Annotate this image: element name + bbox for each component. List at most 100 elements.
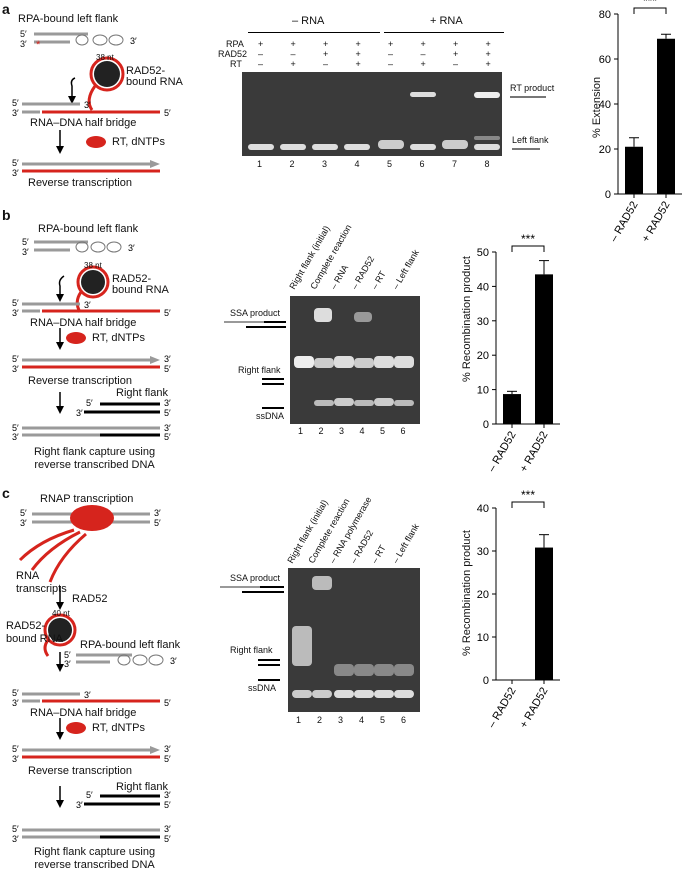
svg-text:5′: 5′ xyxy=(86,398,93,408)
gel-c-image xyxy=(288,568,420,712)
gel-c-band-ss-2 xyxy=(312,690,332,698)
gel-c-band-ssa-lane2 xyxy=(312,576,332,590)
schematic-b-step-5: Reverse transcription xyxy=(28,375,132,387)
gel-c-band-ss-6 xyxy=(394,690,414,698)
gel-b-label-rf: Right flank xyxy=(238,365,281,375)
svg-text:3′: 3′ xyxy=(22,247,29,257)
gel-a-band-left-lane3 xyxy=(312,144,338,150)
gel-a-sign-rt-3: – xyxy=(323,59,329,69)
schematic-a-nt: 38 nt xyxy=(96,53,114,62)
gel-a-rt-marker xyxy=(510,96,546,98)
gel-a-sign-rad52-2: – xyxy=(290,49,296,59)
svg-text:5′: 5′ xyxy=(12,98,19,108)
svg-text:5′: 5′ xyxy=(164,308,171,318)
gel-a-group-plus: + RNA xyxy=(430,15,463,27)
gel-b-band-ss-2 xyxy=(314,400,334,406)
svg-text:5′: 5′ xyxy=(86,790,93,800)
strand-5-label: 5′ xyxy=(20,29,27,39)
svg-text:3′: 3′ xyxy=(12,108,19,118)
schematic-c-step-2: RNA transcripts xyxy=(16,570,67,595)
gel-a-sign-rpa-3: + xyxy=(323,39,329,49)
svg-text:5′: 5′ xyxy=(12,423,19,433)
svg-text:5′: 5′ xyxy=(12,824,19,834)
gel-a-sign-rpa-7: + xyxy=(453,39,459,49)
strand-3-label: 3′ xyxy=(20,39,27,49)
gel-c-lane-2: 2 xyxy=(317,715,323,725)
gel-b-band-rf-1 xyxy=(294,356,314,368)
schematic-b-nt: 38 nt xyxy=(84,261,102,270)
gel-a-sign-rpa-2: + xyxy=(290,39,296,49)
gel-a-row-rt: RT xyxy=(230,59,242,69)
gel-a-sign-rpa-5: + xyxy=(388,39,394,49)
gel-b-lane-5: 5 xyxy=(380,426,386,436)
gel-c-band-rf-1 xyxy=(292,626,312,666)
schematic-c-step-1: RNAP transcription xyxy=(40,493,134,505)
gel-c-band-ss-4 xyxy=(354,690,374,698)
gel-a-sign-rpa-4: + xyxy=(355,39,361,49)
gel-a-lane-7: 7 xyxy=(452,159,458,169)
gel-a-sign-rt-1: – xyxy=(258,59,264,69)
schematic-c-nt: 40 nt xyxy=(52,609,70,618)
schematic-c-step-8: RT, dNTPs xyxy=(92,722,145,734)
svg-text:3′: 3′ xyxy=(12,168,19,178)
gel-b-band-ss-3 xyxy=(334,398,354,406)
svg-text:3′: 3′ xyxy=(164,423,171,433)
gel-a-band-left-lane7 xyxy=(442,140,468,149)
schematic-a-dna-left-flank: * 3′ 5′ 3′ 3′ 5′ 5′ 3′ xyxy=(12,32,171,178)
gel-b-band-rf-4 xyxy=(354,358,374,368)
svg-text:3′: 3′ xyxy=(164,824,171,834)
gel-b-band-ss-5 xyxy=(374,398,394,406)
svg-text:5′: 5′ xyxy=(164,698,171,708)
svg-text:3′: 3′ xyxy=(130,36,137,46)
svg-text:3′: 3′ xyxy=(164,354,171,364)
schematic-b-step-1: RPA-bound left flank xyxy=(38,223,139,235)
svg-text:3′: 3′ xyxy=(12,754,19,764)
gel-b-lane-6: 6 xyxy=(400,426,406,436)
svg-text:3′: 3′ xyxy=(12,364,19,374)
schematic-c-step-10: Right flank xyxy=(116,781,168,793)
gel-b-image xyxy=(290,296,420,424)
gel-a-band-left-lane5 xyxy=(378,140,404,149)
schematic-c-step-9: Reverse transcription xyxy=(28,765,132,777)
svg-text:3′: 3′ xyxy=(76,408,83,418)
svg-text:5′: 5′ xyxy=(12,688,19,698)
schematic-b-step-7: Right flank capture using reverse transc… xyxy=(34,446,156,471)
schematic-c-rad52: RAD52- bound RNA xyxy=(6,620,63,645)
gel-a-sign-rpa-6: + xyxy=(420,39,426,49)
svg-text:5′: 5′ xyxy=(164,108,171,118)
gel-c-band-rf-3 xyxy=(334,664,354,676)
gel-c-label-rf: Right flank xyxy=(230,645,273,655)
gel-a-lane-1: 1 xyxy=(257,159,263,169)
schematic-a-rad52: RAD52- bound RNA xyxy=(126,65,183,88)
gel-a-group-line-plus xyxy=(384,32,504,33)
gel-a-sign-rt-6: + xyxy=(420,59,426,69)
schematic-a-step-4: RT, dNTPs xyxy=(112,136,165,148)
gel-c-lane-6: 6 xyxy=(401,715,407,725)
gel-c-band-rf-4 xyxy=(354,664,374,676)
svg-text:5′: 5′ xyxy=(12,158,19,168)
gel-b-band-rf-6 xyxy=(394,356,414,368)
gel-a-sign-rt-8: + xyxy=(485,59,491,69)
gel-a-lane-6: 6 xyxy=(419,159,425,169)
gel-a-sign-rt-5: – xyxy=(388,59,394,69)
svg-text:5′: 5′ xyxy=(12,298,19,308)
svg-text:5′: 5′ xyxy=(20,508,27,518)
gel-b-band-ss-4 xyxy=(354,400,374,406)
svg-text:5′: 5′ xyxy=(12,744,19,754)
gel-a-band-left-lane8 xyxy=(474,136,500,140)
svg-text:3′: 3′ xyxy=(128,243,135,253)
svg-text:3′: 3′ xyxy=(12,834,19,844)
panel-label-a: a xyxy=(2,1,10,17)
gel-c-label-ssa: SSA product xyxy=(230,573,281,583)
gel-a-sign-rt-2: + xyxy=(290,59,296,69)
gel-a-group-minus: – RNA xyxy=(292,15,325,27)
svg-text:3′: 3′ xyxy=(76,800,83,810)
gel-a-group-line-minus xyxy=(248,32,380,33)
gel-a-image xyxy=(242,72,502,156)
schematic-c-step-11: Right flank capture using reverse transc… xyxy=(34,846,156,871)
svg-text:5′: 5′ xyxy=(154,518,161,528)
gel-a-row-rad52: RAD52 xyxy=(218,49,248,59)
